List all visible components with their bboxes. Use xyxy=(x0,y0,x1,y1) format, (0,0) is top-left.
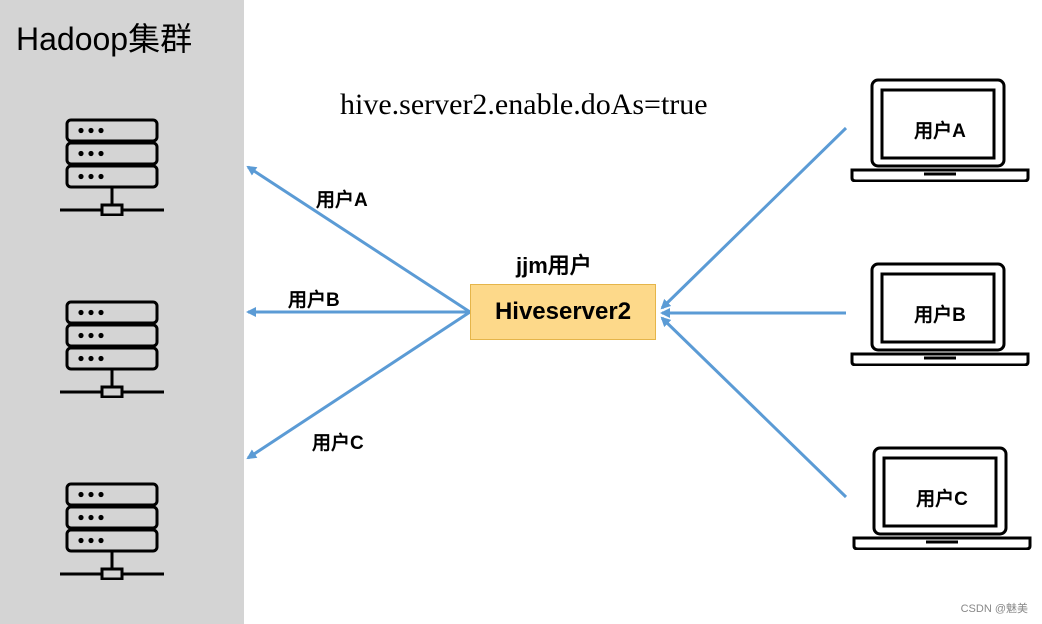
client-label-c: 用户C xyxy=(916,489,968,510)
arrow-to-cluster-a xyxy=(246,165,471,314)
cluster-title: Hadoop集群 xyxy=(16,21,193,57)
laptop-icon xyxy=(850,78,1030,183)
client-laptop-b: 用户B xyxy=(850,262,1030,367)
client-laptop-c: 用户C xyxy=(852,446,1032,551)
hiveserver2-label: Hiveserver2 xyxy=(494,298,632,325)
config-text: hive.server2.enable.doAs=true xyxy=(340,88,708,121)
server-icon xyxy=(60,300,164,398)
client-laptop-a: 用户A xyxy=(850,78,1030,183)
hadoop-cluster-panel: Hadoop集群 xyxy=(0,0,244,624)
server-icon xyxy=(60,118,164,216)
client-label-a: 用户A xyxy=(914,121,966,142)
proxy-user-label: jjm用户 xyxy=(516,253,592,278)
watermark: CSDN @魅美 xyxy=(960,603,1028,615)
arrow-to-cluster-c xyxy=(246,310,471,460)
arrow-from-client-c xyxy=(660,316,848,499)
edge-label-a: 用户A xyxy=(316,190,368,211)
arrow-from-client-a xyxy=(660,126,848,310)
hiveserver2-node: Hiveserver2 xyxy=(470,284,656,340)
server-icon xyxy=(60,482,164,580)
edge-label-b: 用户B xyxy=(288,290,340,311)
client-label-b: 用户B xyxy=(914,305,966,326)
laptop-icon xyxy=(852,446,1032,551)
laptop-icon xyxy=(850,262,1030,367)
edge-label-c: 用户C xyxy=(312,433,364,454)
